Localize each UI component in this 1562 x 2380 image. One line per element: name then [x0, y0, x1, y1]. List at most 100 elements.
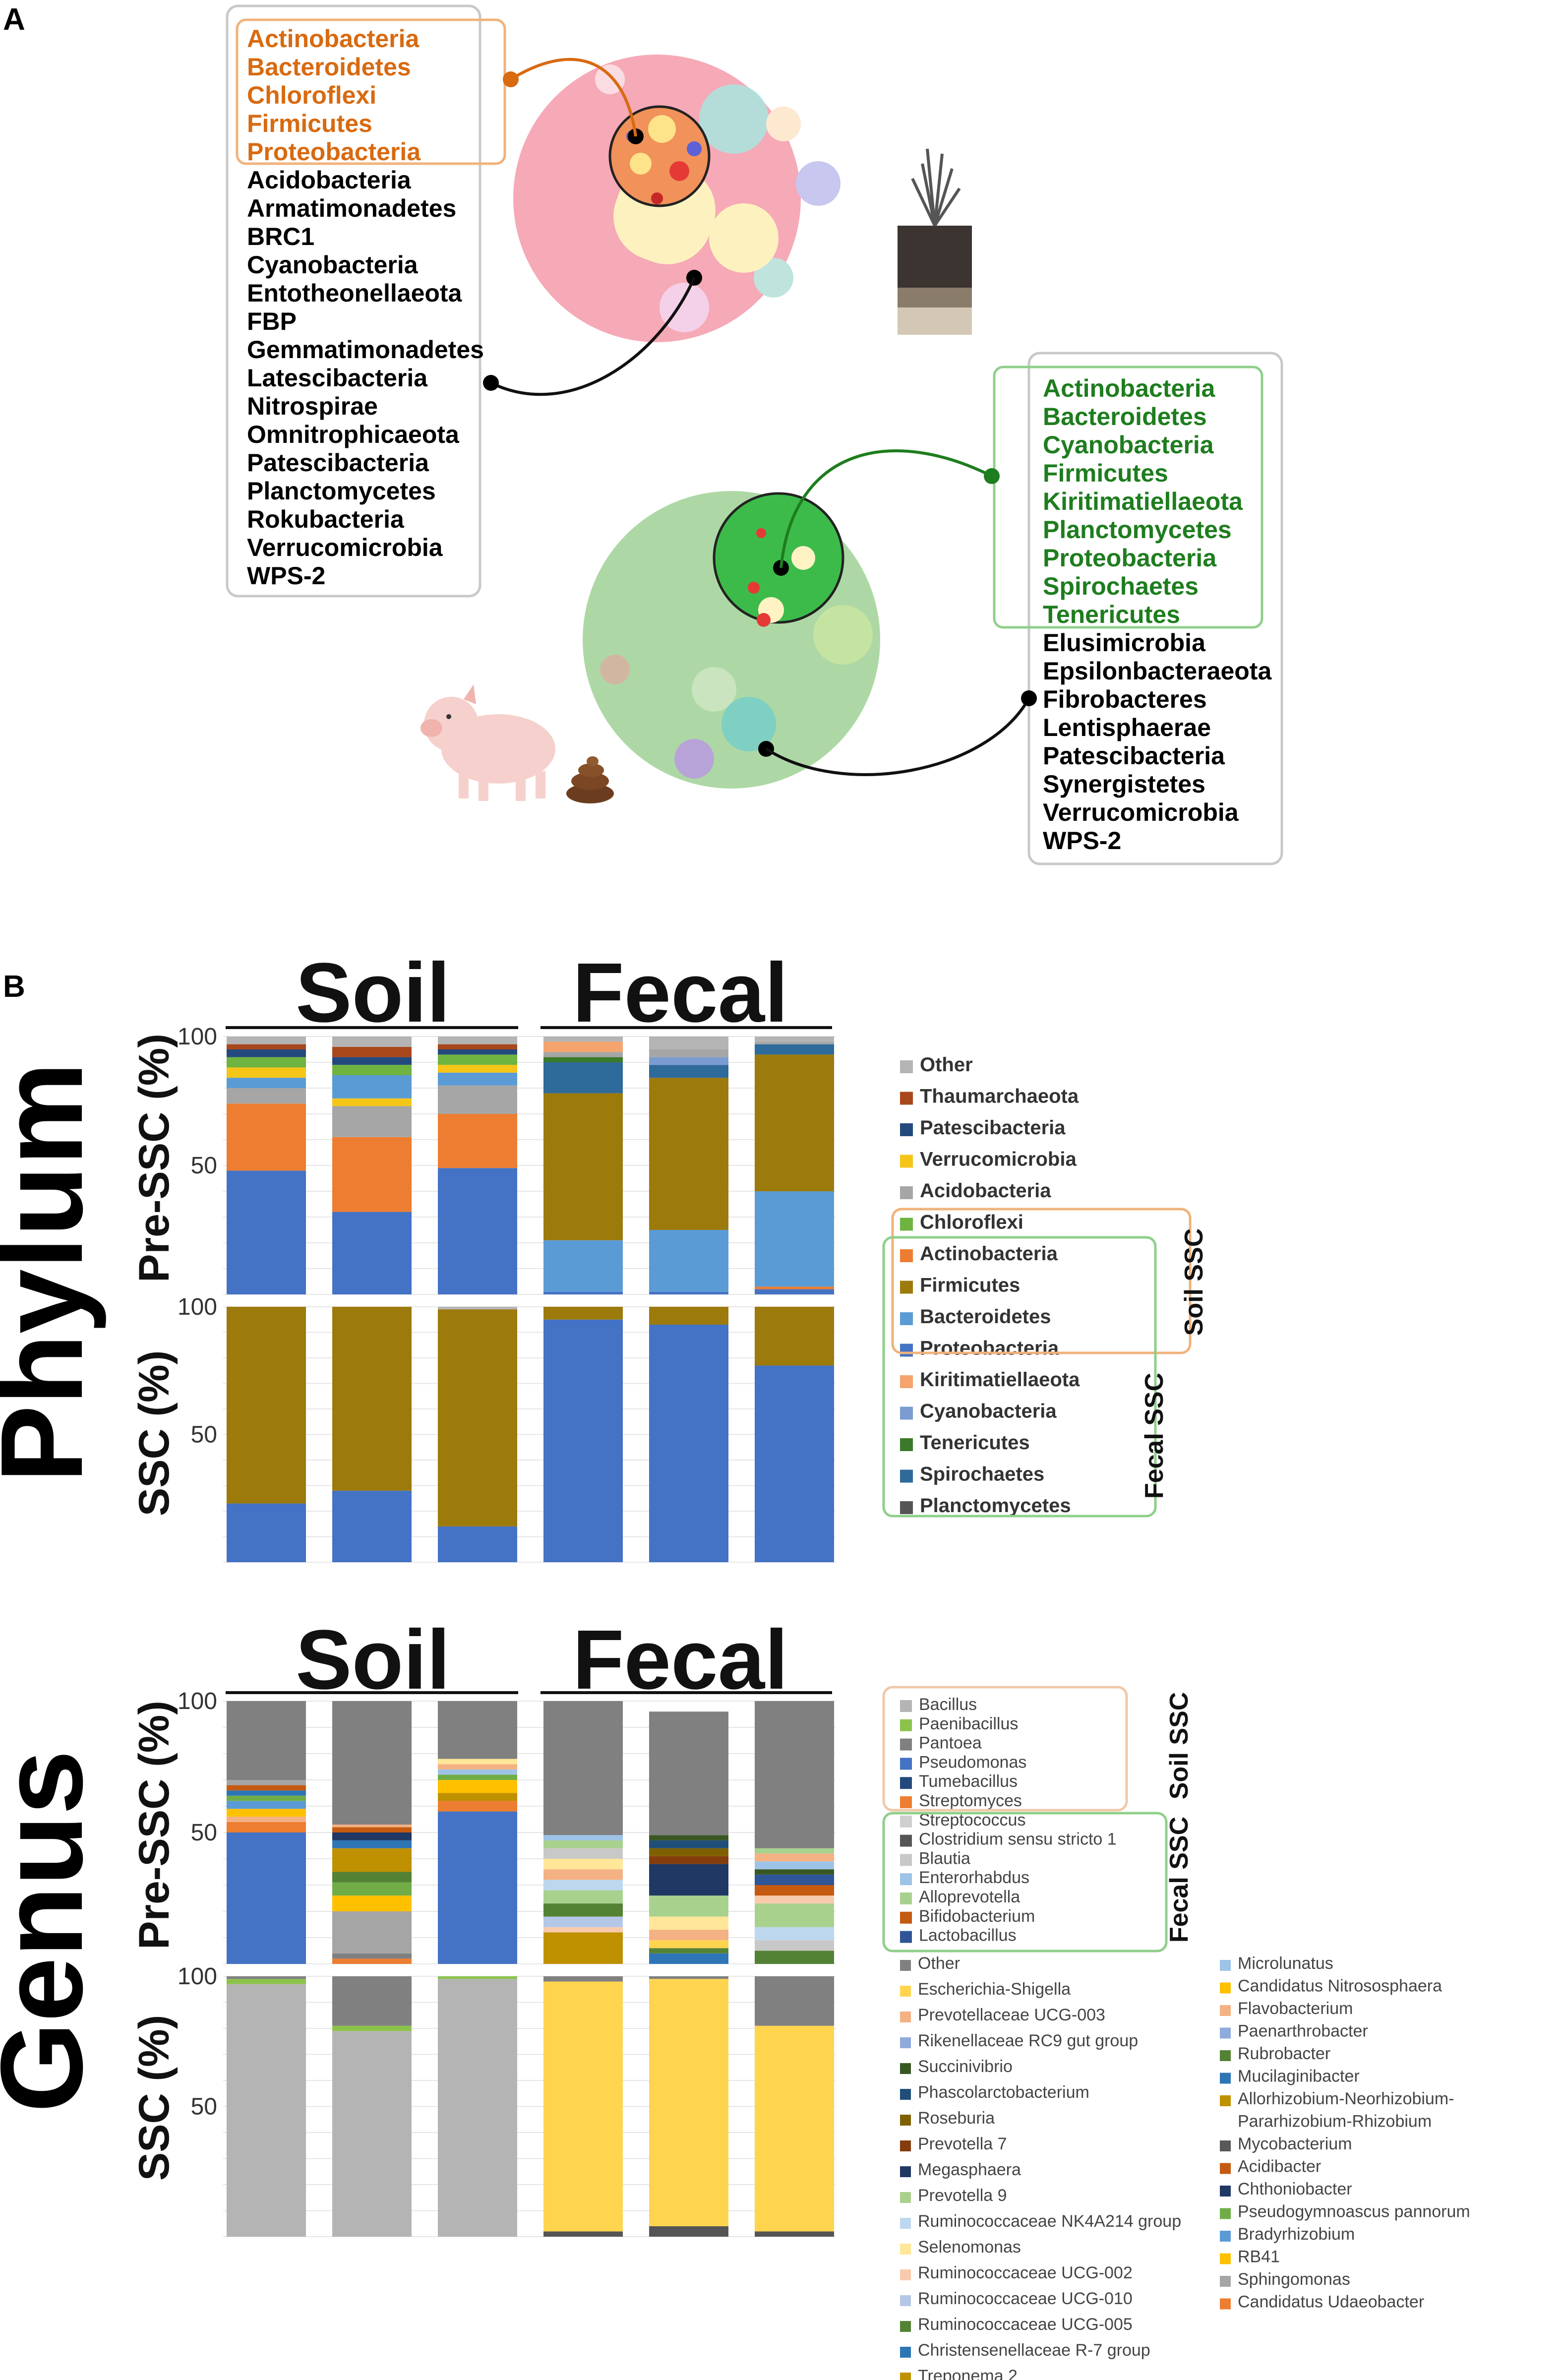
soil-phyla-box — [226, 4, 481, 598]
bar-segment — [227, 1984, 306, 2237]
bar-segment — [755, 1853, 834, 1862]
y-tick-label: 100 — [178, 1294, 217, 1320]
genus-legend-label: Mucilaginibacter — [1238, 2067, 1360, 2086]
bar-segment — [227, 1078, 306, 1088]
y-tick-label: 100 — [178, 1024, 217, 1050]
phylum-legend-label: Chloroflexi — [920, 1212, 1023, 1233]
genus-legend-swatch — [900, 1815, 912, 1828]
bar-segment — [332, 1872, 412, 1883]
genus-legend-label: Pseudogymnoascus pannorum — [1238, 2202, 1470, 2221]
phylum-legend-swatch — [900, 1406, 913, 1420]
bar-segment — [649, 1049, 728, 1057]
bar-segment — [543, 1319, 623, 1562]
bar-segment — [543, 1848, 623, 1859]
bar-segment — [755, 1289, 834, 1294]
genus-legend-label: Other — [918, 1954, 960, 1973]
bar-segment — [649, 1291, 728, 1294]
bar-segment — [438, 1801, 517, 1812]
panel-label-b: B — [3, 970, 25, 1004]
genus-legend-swatch — [1220, 1982, 1231, 1994]
bar-segment — [649, 1078, 728, 1230]
bar-segment — [332, 1098, 412, 1106]
soil-shared-phylum-item: Bacteroidetes — [247, 53, 411, 81]
phylum-legend-swatch — [900, 1186, 913, 1199]
bar-segment — [332, 1212, 412, 1294]
fecal-unique-connector — [765, 697, 1030, 776]
bar-segment — [438, 1054, 517, 1065]
genus-legend-label: Phascolarctobacterium — [918, 2083, 1089, 2102]
bar-segment — [755, 1307, 834, 1366]
phylum-legend-label: Thaumarchaeota — [920, 1086, 1079, 1107]
genus-legend-swatch — [1220, 2298, 1231, 2310]
phylum-legend-swatch — [900, 1123, 913, 1136]
bar-segment — [755, 1927, 834, 1941]
genus-legend-swatch — [1220, 2276, 1231, 2287]
bar-segment — [755, 1191, 834, 1287]
genus-legend-swatch — [900, 1738, 912, 1751]
genus-legend-label: Treponema 2 — [918, 2367, 1018, 2380]
genus-legend-swatch — [900, 2373, 911, 2380]
fecal-unique-phylum-item: Epsilonbacteraeota — [1043, 657, 1272, 685]
bar-segment — [332, 1840, 412, 1848]
phylum-legend-label: Kiritimatiellaeota — [920, 1369, 1080, 1391]
fecal-ssc-circle — [713, 492, 844, 624]
phylum-legend-label: Acidobacteria — [920, 1180, 1051, 1202]
fecal-unique-phylum-item: Lentisphaerae — [1043, 714, 1211, 741]
bar-segment — [438, 1811, 517, 1964]
y-tick-label: 50 — [191, 1820, 217, 1846]
bar-segment — [438, 1769, 517, 1775]
genus-legend-label: Bradyrhizobium — [1238, 2225, 1355, 2244]
bar-segment — [755, 1037, 834, 1042]
phylum-legend-swatch — [900, 1375, 913, 1388]
fecal-shared-box — [993, 366, 1263, 629]
bar-segment — [332, 1958, 412, 1964]
genus-legend-swatch — [900, 1834, 912, 1847]
bar-segment — [649, 1057, 728, 1065]
bar-segment — [543, 1041, 623, 1052]
bar-segment — [543, 1062, 623, 1094]
genus-legend-swatch — [1220, 2005, 1231, 2016]
bar-segment — [755, 1861, 834, 1870]
genus-legend-swatch — [1220, 2208, 1231, 2219]
soil-unique-phylum-item: FBP — [247, 307, 297, 335]
genus-legend-label: Lactobacillus — [919, 1926, 1017, 1945]
phylum-legend-label: Cyanobacteria — [920, 1401, 1057, 1422]
bar-segment — [438, 1759, 517, 1765]
bar-segment — [332, 1848, 412, 1872]
bar-segment — [649, 2226, 728, 2237]
genus-legend-label: Chthoniobacter — [1238, 2180, 1352, 2198]
phylum-legend-label: Verrucomicrobia — [920, 1149, 1077, 1170]
genus-legend-label: Acidibacter — [1238, 2157, 1321, 2176]
bar-segment — [755, 1054, 834, 1191]
bar-segment — [227, 1785, 306, 1791]
legend-fecal-ssc-label: Fecal SSC — [1140, 1373, 1169, 1499]
soil-shared-box — [236, 18, 506, 165]
bar-segment — [755, 1874, 834, 1885]
fecal-unique-phylum-item: Patescibacteria — [1043, 742, 1225, 770]
bar-segment — [543, 2231, 623, 2237]
genus-legend-label: Rubrobacter — [1238, 2044, 1330, 2063]
bar-segment — [227, 1067, 306, 1078]
genus-legend-swatch — [900, 2347, 911, 2358]
bar-segment — [438, 1307, 517, 1310]
bar-segment — [755, 2231, 834, 2237]
genus-legend-swatch — [900, 2321, 911, 2332]
bar-segment — [543, 1840, 623, 1848]
bar-segment — [332, 1701, 412, 1825]
genus-legend-label: Pseudomonas — [919, 1753, 1026, 1771]
bar-segment — [543, 1701, 623, 1835]
fecal-unique-phylum-item: Elusimicrobia — [1043, 629, 1206, 657]
genus-legend-swatch — [900, 2063, 911, 2074]
genus-legend-label: Prevotella 7 — [918, 2135, 1007, 2153]
genus-legend-swatch — [900, 2089, 911, 2100]
phylum-legend-label: Proteobacteria — [920, 1338, 1059, 1359]
bar-segment — [227, 1044, 306, 1049]
soil-unique-phylum-item: Gemmatimonadetes — [247, 336, 484, 364]
bar-segment — [755, 1869, 834, 1875]
genus-legend-label: Ruminococcaceae UCG-005 — [918, 2315, 1133, 2334]
bar-segment — [755, 1940, 834, 1951]
feces-icon — [566, 756, 614, 803]
genus-legend-label: Ruminococcaceae NK4A214 group — [918, 2212, 1181, 2231]
legend-fecal-ssc-box — [882, 1236, 1157, 1518]
